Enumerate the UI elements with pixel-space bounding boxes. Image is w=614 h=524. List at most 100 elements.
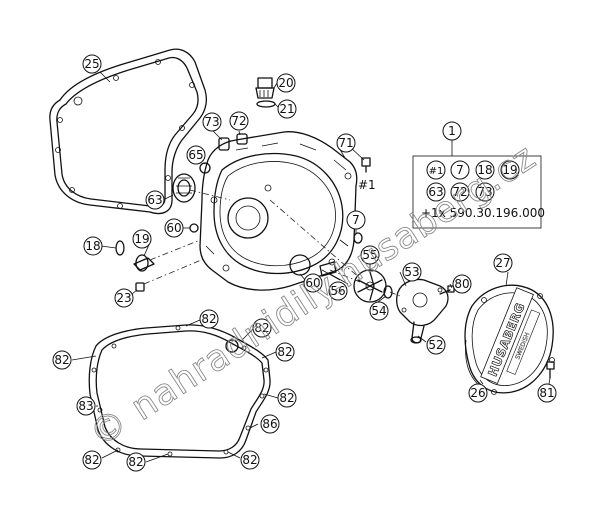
callout-1: 1 <box>442 121 462 141</box>
plug-72 <box>236 133 248 145</box>
svg-text:56: 56 <box>330 284 345 298</box>
callout-82-f: 82 <box>82 450 102 470</box>
svg-text:1: 1 <box>448 124 456 138</box>
svg-text:26: 26 <box>470 386 485 400</box>
outer-cover-27: HUSABERG SWEDISH <box>464 284 555 395</box>
callout-65: 65 <box>186 145 206 165</box>
bolt-81 <box>546 361 555 379</box>
kit-row-1: #1 7 18 19 <box>426 160 520 180</box>
callout-20: 20 <box>276 73 296 93</box>
svg-text:73: 73 <box>204 115 219 129</box>
callout-27: 27 <box>493 253 513 273</box>
clutch-cover-housing <box>199 131 358 291</box>
kit-ref: 19 <box>502 163 517 177</box>
callout-82-d: 82 <box>52 350 72 370</box>
svg-text:80: 80 <box>454 277 469 291</box>
callout-82-h: 82 <box>240 450 260 470</box>
svg-text:23: 23 <box>116 291 131 305</box>
svg-text:82: 82 <box>84 453 99 467</box>
cover-ref-label: #1 <box>358 178 376 192</box>
callout-25: 25 <box>82 54 102 74</box>
callout-63: 63 <box>145 190 165 210</box>
kit-ref: 63 <box>428 185 443 199</box>
svg-text:53: 53 <box>404 265 419 279</box>
svg-text:19: 19 <box>134 232 149 246</box>
callout-83: 83 <box>76 396 96 416</box>
svg-text:27: 27 <box>495 256 510 270</box>
kit-ref: 7 <box>456 163 464 177</box>
callout-71: 71 <box>336 133 356 153</box>
kit-ref: 72 <box>452 185 467 199</box>
dowel-23 <box>135 282 145 292</box>
svg-text:86: 86 <box>262 417 277 431</box>
callout-82-a: 82 <box>199 309 219 329</box>
gasket-26 <box>465 339 481 387</box>
svg-text:60: 60 <box>166 221 181 235</box>
svg-text:82: 82 <box>201 312 216 326</box>
svg-text:60: 60 <box>305 276 320 290</box>
callout-82-e: 82 <box>277 388 297 408</box>
svg-text:82: 82 <box>54 353 69 367</box>
callout-19: 19 <box>132 229 152 249</box>
pump-pipe-52 <box>410 321 425 344</box>
callout-82-b: 82 <box>252 318 272 338</box>
callout-80: 80 <box>452 274 472 294</box>
seal-54 <box>383 285 393 299</box>
svg-text:25: 25 <box>84 57 99 71</box>
svg-text:71: 71 <box>338 136 353 150</box>
leader-lines <box>71 71 551 463</box>
svg-text:82: 82 <box>128 455 143 469</box>
part-60-left <box>189 223 199 233</box>
svg-text:20: 20 <box>278 76 293 90</box>
pump-cover-53 <box>396 278 449 327</box>
svg-text:82: 82 <box>254 321 269 335</box>
kit-part-number: +1x 590.30.196.000 <box>421 206 545 220</box>
callout-53: 53 <box>402 262 422 282</box>
seal-19 <box>133 254 155 272</box>
callout-23: 23 <box>114 288 134 308</box>
svg-text:72: 72 <box>231 114 246 128</box>
callout-60-right: 60 <box>303 273 323 293</box>
svg-text:21: 21 <box>279 102 294 116</box>
svg-text:52: 52 <box>428 338 443 352</box>
o-ring-18 <box>115 240 125 256</box>
svg-text:18: 18 <box>85 239 100 253</box>
callout-55: 55 <box>360 245 380 265</box>
callout-82-g: 82 <box>126 452 146 472</box>
kit-ref: 73 <box>477 185 492 199</box>
plug-73 <box>218 137 230 151</box>
assembly-lines <box>143 189 401 297</box>
brand-logo: HUSABERG SWEDISH <box>480 287 541 385</box>
svg-text:81: 81 <box>539 386 554 400</box>
callout-81: 81 <box>537 383 557 403</box>
o-ring-21 <box>256 100 276 108</box>
callout-21: 21 <box>277 99 297 119</box>
callout-18: 18 <box>83 236 103 256</box>
svg-text:82: 82 <box>279 391 294 405</box>
svg-text:63: 63 <box>147 193 162 207</box>
callout-72: 72 <box>229 111 249 131</box>
kit-ref: #1 <box>429 166 444 177</box>
gasket-25 <box>49 48 207 215</box>
repair-kit-box: #1 7 18 19 63 72 73 +1x 590.30.196.000 <box>412 155 545 229</box>
svg-text:54: 54 <box>371 304 386 318</box>
svg-text:55: 55 <box>362 248 377 262</box>
svg-text:65: 65 <box>188 148 203 162</box>
callout-26: 26 <box>468 383 488 403</box>
bearing-63 <box>172 173 196 203</box>
callout-52: 52 <box>426 335 446 355</box>
bolt-71 <box>361 157 371 173</box>
seal-7 <box>353 232 363 244</box>
watermark: © nahradnidily.husaberg.cz <box>83 136 544 455</box>
callout-86: 86 <box>260 414 280 434</box>
callout-73: 73 <box>202 112 222 132</box>
callout-82-c: 82 <box>275 342 295 362</box>
svg-text:82: 82 <box>242 453 257 467</box>
svg-text:83: 83 <box>78 399 93 413</box>
svg-text:7: 7 <box>352 213 360 227</box>
kit-row-2: 63 72 73 <box>426 182 495 202</box>
callout-60-left: 60 <box>164 218 184 238</box>
oil-plug-20 <box>255 77 275 99</box>
callout-56: 56 <box>328 281 348 301</box>
